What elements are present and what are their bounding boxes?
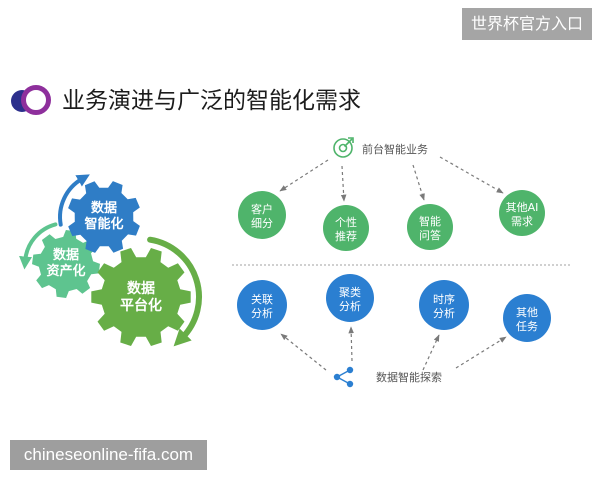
green-cycle-arrow bbox=[147, 236, 202, 347]
node-circle bbox=[503, 294, 551, 342]
node-label-bottom: 需求 bbox=[511, 215, 533, 228]
logo-ring bbox=[21, 85, 51, 115]
target-icon-inner-ring bbox=[338, 143, 348, 153]
share-icon-node bbox=[333, 373, 341, 381]
node-time-series-analysis: 时序 分析 bbox=[419, 280, 469, 330]
site-watermark: chineseonline-fifa.com bbox=[10, 440, 207, 470]
gear-data-assetization: 数据 资产化 bbox=[32, 230, 100, 298]
gear-data-intelligence: 数据 智能化 bbox=[68, 181, 140, 253]
share-icon-node bbox=[346, 366, 354, 374]
mint-cycle-arrow bbox=[19, 222, 58, 270]
world-cup-entrance-link[interactable]: 世界杯官方入口 bbox=[462, 8, 592, 40]
flow-arrow bbox=[422, 334, 440, 371]
gear-label-bottom: 资产化 bbox=[46, 263, 85, 279]
blue-cycle-arrow bbox=[58, 174, 90, 227]
node-label-top: 关联 bbox=[251, 292, 273, 306]
node-personalized-recommendation: 个性 推荐 bbox=[323, 205, 369, 251]
node-circle bbox=[326, 274, 374, 322]
node-label-top: 时序 bbox=[433, 292, 455, 306]
node-circle bbox=[323, 205, 369, 251]
node-circle bbox=[407, 204, 453, 250]
gear-cluster: 数据 资产化 数据 智能化 数据 平台化 bbox=[19, 174, 202, 347]
node-label-bottom: 细分 bbox=[251, 217, 273, 230]
front-business-flows bbox=[279, 156, 504, 202]
target-icon bbox=[333, 137, 354, 158]
gear-label-top: 数据 bbox=[127, 280, 155, 297]
node-label-top: 其他 bbox=[516, 306, 538, 319]
data-exploration-flows bbox=[280, 326, 507, 371]
front-business-nodes: 客户 细分 个性 推荐 智能 问答 其他AI 需求 bbox=[238, 190, 545, 251]
gear-label-top: 数据 bbox=[91, 200, 117, 216]
node-label-top: 智能 bbox=[419, 214, 441, 228]
node-other-tasks: 其他 任务 bbox=[503, 294, 551, 342]
node-customer-segmentation: 客户 细分 bbox=[238, 191, 286, 239]
node-other-ai-needs: 其他AI 需求 bbox=[499, 190, 545, 236]
node-label-bottom: 分析 bbox=[339, 299, 361, 313]
node-circle bbox=[419, 280, 469, 330]
flow-arrow bbox=[412, 164, 425, 201]
gear-label-bottom: 平台化 bbox=[120, 297, 162, 314]
flow-arrow bbox=[280, 333, 327, 371]
node-label-top: 客户 bbox=[251, 202, 273, 216]
data-exploration-nodes: 关联 分析 聚类 分析 时序 分析 其他 任务 bbox=[237, 274, 551, 342]
gear-label-bottom: 智能化 bbox=[84, 216, 123, 232]
node-association-analysis: 关联 分析 bbox=[237, 280, 287, 330]
gear-shape bbox=[32, 230, 100, 298]
node-label-bottom: 推荐 bbox=[335, 229, 357, 243]
node-label-top: 聚类 bbox=[339, 285, 361, 299]
flow-arrow bbox=[439, 156, 504, 194]
target-icon-outer-ring bbox=[333, 138, 353, 158]
gear-data-platform: 数据 平台化 bbox=[91, 248, 191, 346]
node-label-bottom: 分析 bbox=[251, 306, 273, 320]
page-title: 业务演进与广泛的智能化需求 bbox=[62, 88, 361, 114]
node-label-bottom: 分析 bbox=[433, 306, 455, 320]
node-label-bottom: 任务 bbox=[516, 320, 538, 333]
node-intelligent-qa: 智能 问答 bbox=[407, 204, 453, 250]
flow-arrow bbox=[340, 165, 347, 202]
flow-arrow bbox=[455, 336, 507, 369]
node-circle bbox=[499, 190, 545, 236]
node-cluster-analysis: 聚类 分析 bbox=[326, 274, 374, 322]
node-label-top: 个性 bbox=[335, 215, 357, 229]
share-nodes-icon bbox=[333, 366, 354, 388]
target-icon-arrow-shaft bbox=[343, 138, 353, 148]
node-label-bottom: 问答 bbox=[419, 228, 441, 242]
data-exploration-caption: 数据智能探索 bbox=[376, 370, 442, 384]
share-icon-node bbox=[346, 380, 354, 388]
gear-shape bbox=[68, 181, 140, 253]
overlapping-circles-logo-icon bbox=[11, 85, 51, 115]
target-icon-arrow-head bbox=[348, 137, 354, 143]
node-circle bbox=[238, 191, 286, 239]
flow-arrow bbox=[279, 159, 329, 192]
gear-label-top: 数据 bbox=[53, 247, 79, 263]
front-business-caption: 前台智能业务 bbox=[362, 142, 428, 156]
flow-arrow bbox=[348, 326, 354, 362]
node-circle bbox=[237, 280, 287, 330]
node-label-top: 其他AI bbox=[506, 201, 539, 214]
gear-shape bbox=[91, 248, 191, 346]
